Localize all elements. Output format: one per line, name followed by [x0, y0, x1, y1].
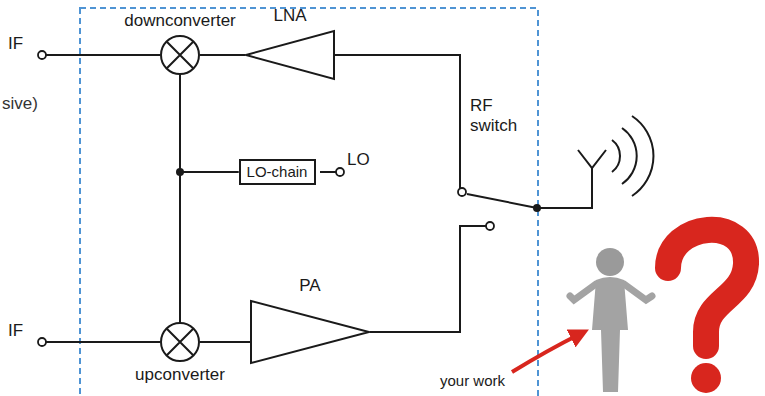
signal-wire	[180, 75, 239, 172]
mixer-symbol: downconverter	[160, 35, 200, 75]
terminals	[38, 51, 494, 346]
amplifier-symbol-outline	[245, 30, 335, 80]
wires	[46, 55, 606, 342]
mixer-symbol: upconverter	[160, 322, 200, 362]
amplifier-symbol: LNA	[245, 30, 335, 80]
boundary-frame	[80, 8, 538, 396]
mixer-symbol-outline	[160, 35, 200, 75]
radio-waves	[612, 116, 653, 196]
port-label: IF	[8, 34, 23, 54]
symbol-label: LNA	[273, 6, 306, 26]
note-text: your work	[440, 372, 505, 389]
question-person	[570, 230, 746, 393]
pointer-arrow	[512, 334, 580, 372]
port-label: IF	[8, 321, 23, 341]
signal-wire	[180, 172, 239, 322]
amplifier-symbol: PA	[250, 300, 370, 364]
part-label: RF switch	[470, 96, 528, 135]
mixer-symbol-outline	[160, 322, 200, 362]
note-text: sive)	[2, 94, 38, 114]
symbol-label: upconverter	[135, 365, 225, 385]
amplifier-symbol-outline	[250, 300, 370, 364]
switch-pivot	[533, 204, 541, 212]
box-label: LO-chain	[247, 163, 308, 180]
process-box: LO-chain	[239, 159, 316, 185]
signal-wire	[200, 341, 250, 343]
symbol-label: downconverter	[124, 11, 236, 31]
port-label: LO	[347, 150, 370, 170]
symbol-label: PA	[299, 276, 320, 296]
signal-wire	[200, 54, 245, 56]
